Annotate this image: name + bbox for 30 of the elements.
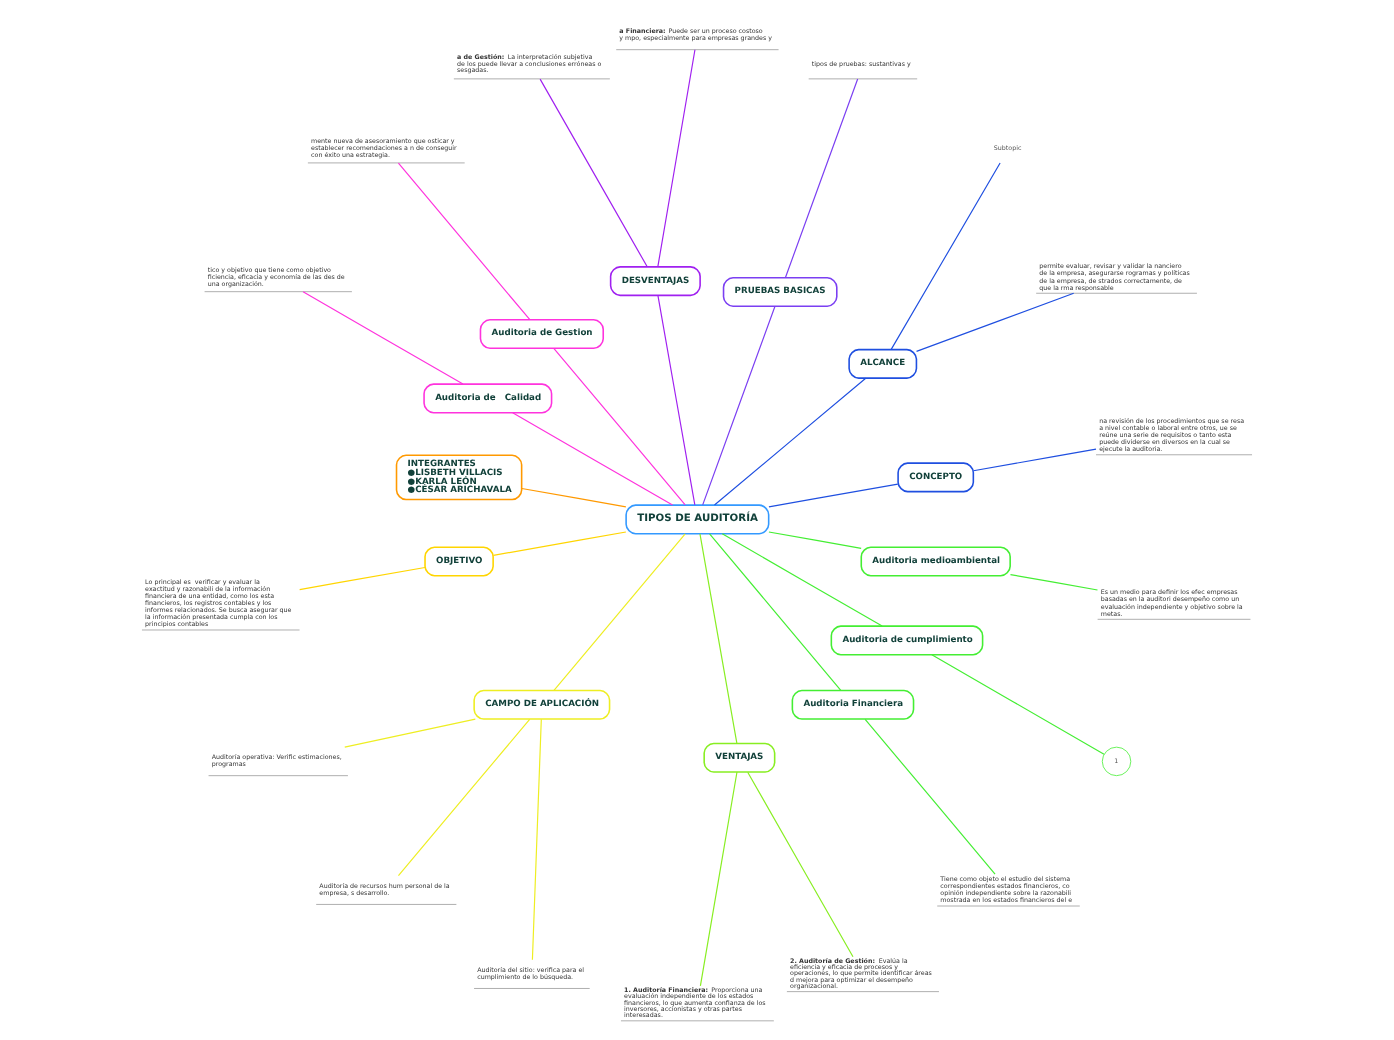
connector bbox=[302, 290, 464, 384]
connector bbox=[721, 532, 883, 626]
connector bbox=[344, 717, 476, 747]
connector bbox=[972, 447, 1097, 471]
connector bbox=[397, 717, 531, 876]
connector bbox=[747, 770, 854, 957]
connector bbox=[657, 293, 696, 505]
connector bbox=[492, 530, 627, 555]
connector bbox=[713, 376, 867, 505]
connector bbox=[539, 77, 648, 267]
connector bbox=[553, 532, 686, 690]
connector bbox=[915, 291, 1075, 351]
connector bbox=[784, 77, 859, 278]
connector bbox=[531, 717, 542, 960]
connector bbox=[299, 565, 426, 590]
connector bbox=[699, 770, 738, 986]
connector bbox=[397, 161, 531, 320]
connector bbox=[512, 411, 674, 505]
connector bbox=[768, 482, 899, 507]
connector bbox=[709, 532, 842, 690]
connector bbox=[699, 532, 738, 743]
connector bbox=[890, 161, 1001, 349]
connector bbox=[657, 48, 696, 267]
connector bbox=[768, 530, 862, 548]
connector bbox=[702, 304, 776, 505]
connector bbox=[1009, 573, 1099, 590]
connector bbox=[521, 486, 627, 507]
connector bbox=[553, 346, 686, 505]
connector bbox=[931, 653, 1105, 754]
connector bbox=[864, 717, 996, 874]
